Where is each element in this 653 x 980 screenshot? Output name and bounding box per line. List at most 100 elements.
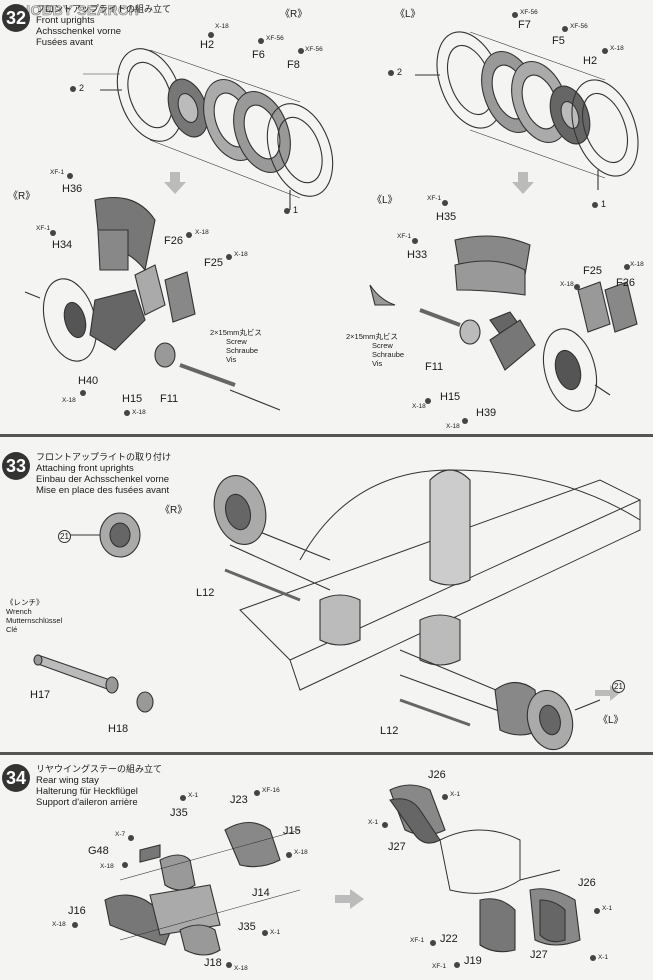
wing-stay-right-exploded [389, 784, 581, 953]
part-label: J27 [530, 949, 548, 961]
paint-code: XF-1 [427, 195, 442, 202]
paint-code: X-18 [132, 409, 146, 416]
step-number: 34 [2, 764, 30, 792]
right-arrow-34 [335, 889, 364, 909]
part-label: J27 [388, 841, 406, 853]
section-divider [0, 752, 653, 755]
paint-code: X-18 [412, 403, 426, 410]
down-arrow-right [164, 172, 186, 194]
paint-code: XF-56 [520, 9, 538, 16]
paint-dot [382, 822, 388, 828]
paint-code: X-18 [560, 281, 574, 288]
paint-dot [512, 12, 518, 18]
part-label: F25 [204, 257, 223, 269]
part-label: H17 [30, 689, 51, 701]
paint-code: X-18 [610, 45, 624, 52]
paint-dot [226, 962, 232, 968]
paint-code: X-18 [294, 849, 308, 856]
paint-code: XF-56 [266, 35, 284, 42]
side-label-left-upright: 《L》 [372, 195, 398, 206]
part-label: J35 [238, 921, 256, 933]
paint-code: X-18 [195, 229, 209, 236]
wing-stay-left-exploded [104, 821, 301, 956]
part-label: F26 [164, 235, 183, 247]
brake-disc-exploded-right [83, 48, 334, 210]
paint-code: X-18 [215, 23, 229, 30]
paint-code: X-1 [368, 819, 379, 826]
callout-number: 2 [79, 83, 85, 93]
step-title: リヤウイングステーの組み立て Rear wing stay Halterung … [36, 764, 163, 808]
paint-dot [72, 922, 78, 928]
part-label: H2 [583, 55, 598, 67]
paint-dot [208, 32, 214, 38]
paint-dot [590, 955, 596, 961]
down-arrow-left [512, 172, 534, 194]
callout-marker [284, 208, 290, 214]
part-label: J35 [170, 807, 188, 819]
paint-code: XF-1 [432, 963, 447, 970]
upright-disc-left-installed [494, 681, 601, 751]
paint-code: X-18 [52, 921, 66, 928]
part-label: J19 [464, 955, 482, 967]
section-divider [0, 434, 653, 437]
upright-assembly-right [24, 196, 281, 411]
paint-dot [412, 238, 418, 244]
part-label: H39 [476, 407, 497, 419]
paint-code: XF-16 [262, 787, 280, 794]
screw-spec: 2×15mm丸ビス Screw Schraube Vis [346, 332, 405, 368]
screw-spec: 2×15mm丸ビス Screw Schraube Vis [210, 328, 262, 364]
paint-dot [430, 940, 436, 946]
paint-code: XF-1 [50, 169, 65, 176]
paint-code: X-18 [100, 863, 114, 870]
part-label: H18 [108, 723, 129, 735]
paint-dot [50, 230, 56, 236]
paint-code: X-18 [234, 965, 248, 972]
hub-nut-detail [70, 512, 141, 558]
paint-dot [624, 264, 630, 270]
part-label: J15 [283, 825, 301, 837]
part-label: F5 [552, 35, 565, 47]
part-label: J14 [252, 887, 270, 899]
ref-step-number: 21 [612, 680, 625, 693]
paint-dot [442, 794, 448, 800]
side-label-right-upright: 《R》 [8, 191, 36, 202]
part-label: L12 [380, 725, 399, 737]
paint-dot [286, 852, 292, 858]
watermark-logo: HOBBY SEARCH [20, 2, 140, 19]
paint-dot [454, 962, 460, 968]
paint-code: X-18 [446, 423, 460, 430]
wrench-tool [33, 654, 154, 713]
part-label: L12 [196, 587, 215, 599]
paint-code: XF-1 [410, 937, 425, 944]
side-label-right: 《R》 [280, 9, 308, 20]
paint-dot [462, 418, 468, 424]
paint-dot [67, 173, 73, 179]
chassis-frame [224, 469, 642, 727]
step-title: フロントアップライトの組み立て Front uprights Achsschen… [36, 4, 171, 48]
callout-marker [70, 86, 76, 92]
paint-code: X-18 [234, 251, 248, 258]
part-label: H15 [440, 391, 461, 403]
step-title-de: Achsschenkel vorne [36, 26, 122, 37]
part-label: H2 [200, 39, 215, 51]
paint-dot [254, 790, 260, 796]
callout-number: 2 [397, 67, 403, 77]
part-label: J26 [428, 769, 446, 781]
step-title-fr: Fusées avant [36, 37, 94, 48]
upright-disc-right-installed [213, 475, 267, 545]
step-title-en: Front uprights [36, 15, 95, 26]
paint-dot [562, 26, 568, 32]
part-label: F7 [518, 19, 531, 31]
step-title: フロントアップライトの取り付け Attaching front uprights… [36, 452, 172, 496]
paint-code: XF-1 [36, 225, 51, 232]
paint-dot [594, 908, 600, 914]
paint-code: X-18 [630, 261, 644, 268]
step-title-jp: フロントアップライトの組み立て [36, 4, 172, 14]
paint-dot [122, 862, 128, 868]
part-label: F6 [252, 49, 265, 61]
part-label: F8 [287, 59, 300, 71]
side-label-left: 《L》 [598, 715, 624, 726]
callout-marker [592, 202, 598, 208]
paint-dot [226, 254, 232, 260]
